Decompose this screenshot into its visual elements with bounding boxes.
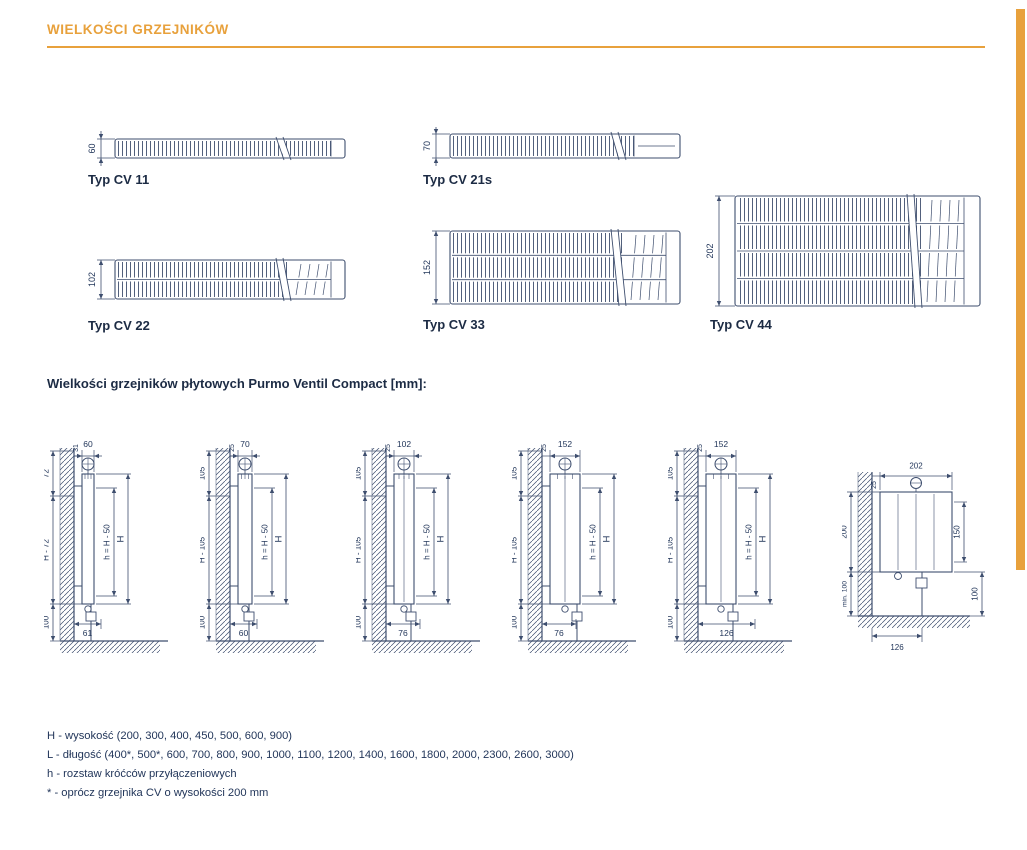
dim-label: H - 72	[44, 539, 51, 561]
radiator-body	[237, 473, 253, 605]
dim-label: h = H - 50	[261, 524, 270, 560]
dim-label: h = H - 50	[589, 524, 598, 560]
mount-diagram-cv44: 152 25 105 H - 105 100 h = H - 50 H 126	[666, 436, 806, 683]
dim-label: 152	[558, 439, 572, 449]
dim-label: H - 105	[356, 536, 363, 563]
caption-typ-cv-11: Typ CV 11	[88, 172, 150, 187]
dim-label: 60	[239, 628, 249, 638]
dim-label: 105	[668, 466, 675, 480]
caption-typ-cv-22: Typ CV 22	[88, 318, 150, 333]
dim-label: 102	[87, 272, 97, 287]
dim-label: h = H - 50	[103, 524, 112, 560]
diagram-typ-cv-44: 202	[699, 191, 991, 318]
dim-label: 100	[200, 615, 207, 629]
wall-hatch	[528, 448, 542, 641]
dim-label: h = H - 50	[423, 524, 432, 560]
valve-block	[405, 611, 417, 622]
dim-label: 60	[83, 439, 93, 449]
caption-typ-cv-44: Typ CV 44	[710, 317, 772, 332]
dim-label: H	[602, 535, 613, 542]
dim-label: 100	[356, 615, 363, 629]
dim-label: 152	[714, 439, 728, 449]
mount-diagram-cv33: 152 25 105 H - 105 100 h = H - 50 H 76	[510, 436, 650, 683]
legend-line-length: L - długość (400*, 500*, 600, 700, 800, …	[47, 749, 574, 761]
diagram-typ-cv-11: 60	[85, 131, 357, 174]
wall-hatch	[684, 448, 698, 641]
valve-block	[85, 611, 97, 622]
wall-hatch	[60, 448, 74, 641]
dim-label: H - 105	[512, 536, 519, 563]
dim-label: 70	[422, 141, 432, 151]
wall-hatch	[372, 448, 386, 641]
dim-label: 76	[554, 628, 564, 638]
valve-block	[727, 611, 739, 622]
dim-label: 70	[240, 439, 250, 449]
mount-diagram-cv22: 102 25 105 H - 105 100 h = H - 50 H 76	[354, 436, 494, 683]
dim-label: 105	[512, 466, 519, 480]
dim-label: H	[758, 535, 769, 542]
dim-label: 61	[83, 628, 93, 638]
dim-label: 202	[909, 462, 923, 471]
legend-line-note: * - oprócz grzejnika CV o wysokości 200 …	[47, 787, 269, 799]
dim-label: H	[116, 535, 127, 542]
floor-hatch	[60, 641, 160, 653]
dim-label: 72	[44, 469, 51, 478]
accent-side-bar	[1016, 9, 1025, 570]
floor-hatch	[858, 616, 970, 628]
dim-label: 100	[971, 587, 980, 601]
dim-label: 152	[422, 260, 432, 275]
page-title: WIELKOŚCI GRZEJNIKÓW	[47, 22, 229, 37]
dim-label: 100	[668, 615, 675, 629]
dim-label: 25	[229, 444, 236, 452]
caption-typ-cv-33: Typ CV 33	[423, 317, 485, 332]
corner-mount-diagram: 202 25 200 min. 100 150 100 126	[840, 458, 1027, 663]
dim-label: 102	[397, 439, 411, 449]
dim-label: H	[274, 535, 285, 542]
floor-hatch	[216, 641, 316, 653]
section-heading: Wielkości grzejników płytowych Purmo Ven…	[47, 376, 427, 391]
dim-label: H - 105	[668, 536, 675, 563]
wall-hatch	[216, 448, 230, 641]
dim-label: 60	[87, 143, 97, 153]
dim-label: 126	[719, 628, 733, 638]
diagram-typ-cv-21s: 70	[420, 126, 692, 174]
legend-line-spacing: h - rozstaw króćców przyłączeniowych	[47, 768, 237, 780]
dim-label: 100	[44, 615, 51, 629]
dim-label: 100	[512, 615, 519, 629]
dim-label: 25	[871, 481, 878, 489]
dim-label: 126	[890, 643, 904, 652]
floor-hatch	[372, 641, 472, 653]
dim-label: H	[436, 535, 447, 542]
dim-label: 105	[356, 466, 363, 480]
floor-hatch	[684, 641, 784, 653]
dim-label: 25	[385, 444, 392, 452]
title-rule	[47, 46, 985, 48]
dim-label: 200	[842, 525, 849, 539]
dim-label: H - 105	[200, 536, 207, 563]
dim-label: 76	[398, 628, 408, 638]
dim-label: 31	[73, 444, 80, 452]
dim-label: 202	[705, 243, 715, 258]
valve-block	[915, 577, 928, 589]
dim-label: min. 100	[842, 581, 849, 607]
legend-line-height: H - wysokość (200, 300, 400, 450, 500, 6…	[47, 730, 293, 742]
diagram-typ-cv-33: 152	[420, 226, 692, 317]
valve-block	[571, 611, 583, 622]
diagram-typ-cv-22: 102	[85, 254, 357, 313]
valve-block	[243, 611, 255, 622]
dim-label: 105	[200, 466, 207, 480]
dim-label: 150	[953, 525, 962, 539]
caption-typ-cv-21s: Typ CV 21s	[423, 172, 493, 187]
dim-label: h = H - 50	[745, 524, 754, 560]
dim-label: 25	[697, 444, 704, 452]
dim-label: 25	[541, 444, 548, 452]
mount-diagram-cv21s: 70 25 105 H - 105 100 h = H - 50 H 60	[198, 436, 338, 683]
radiator-body	[81, 473, 95, 605]
wall-hatch	[858, 472, 872, 616]
floor-hatch	[528, 641, 628, 653]
